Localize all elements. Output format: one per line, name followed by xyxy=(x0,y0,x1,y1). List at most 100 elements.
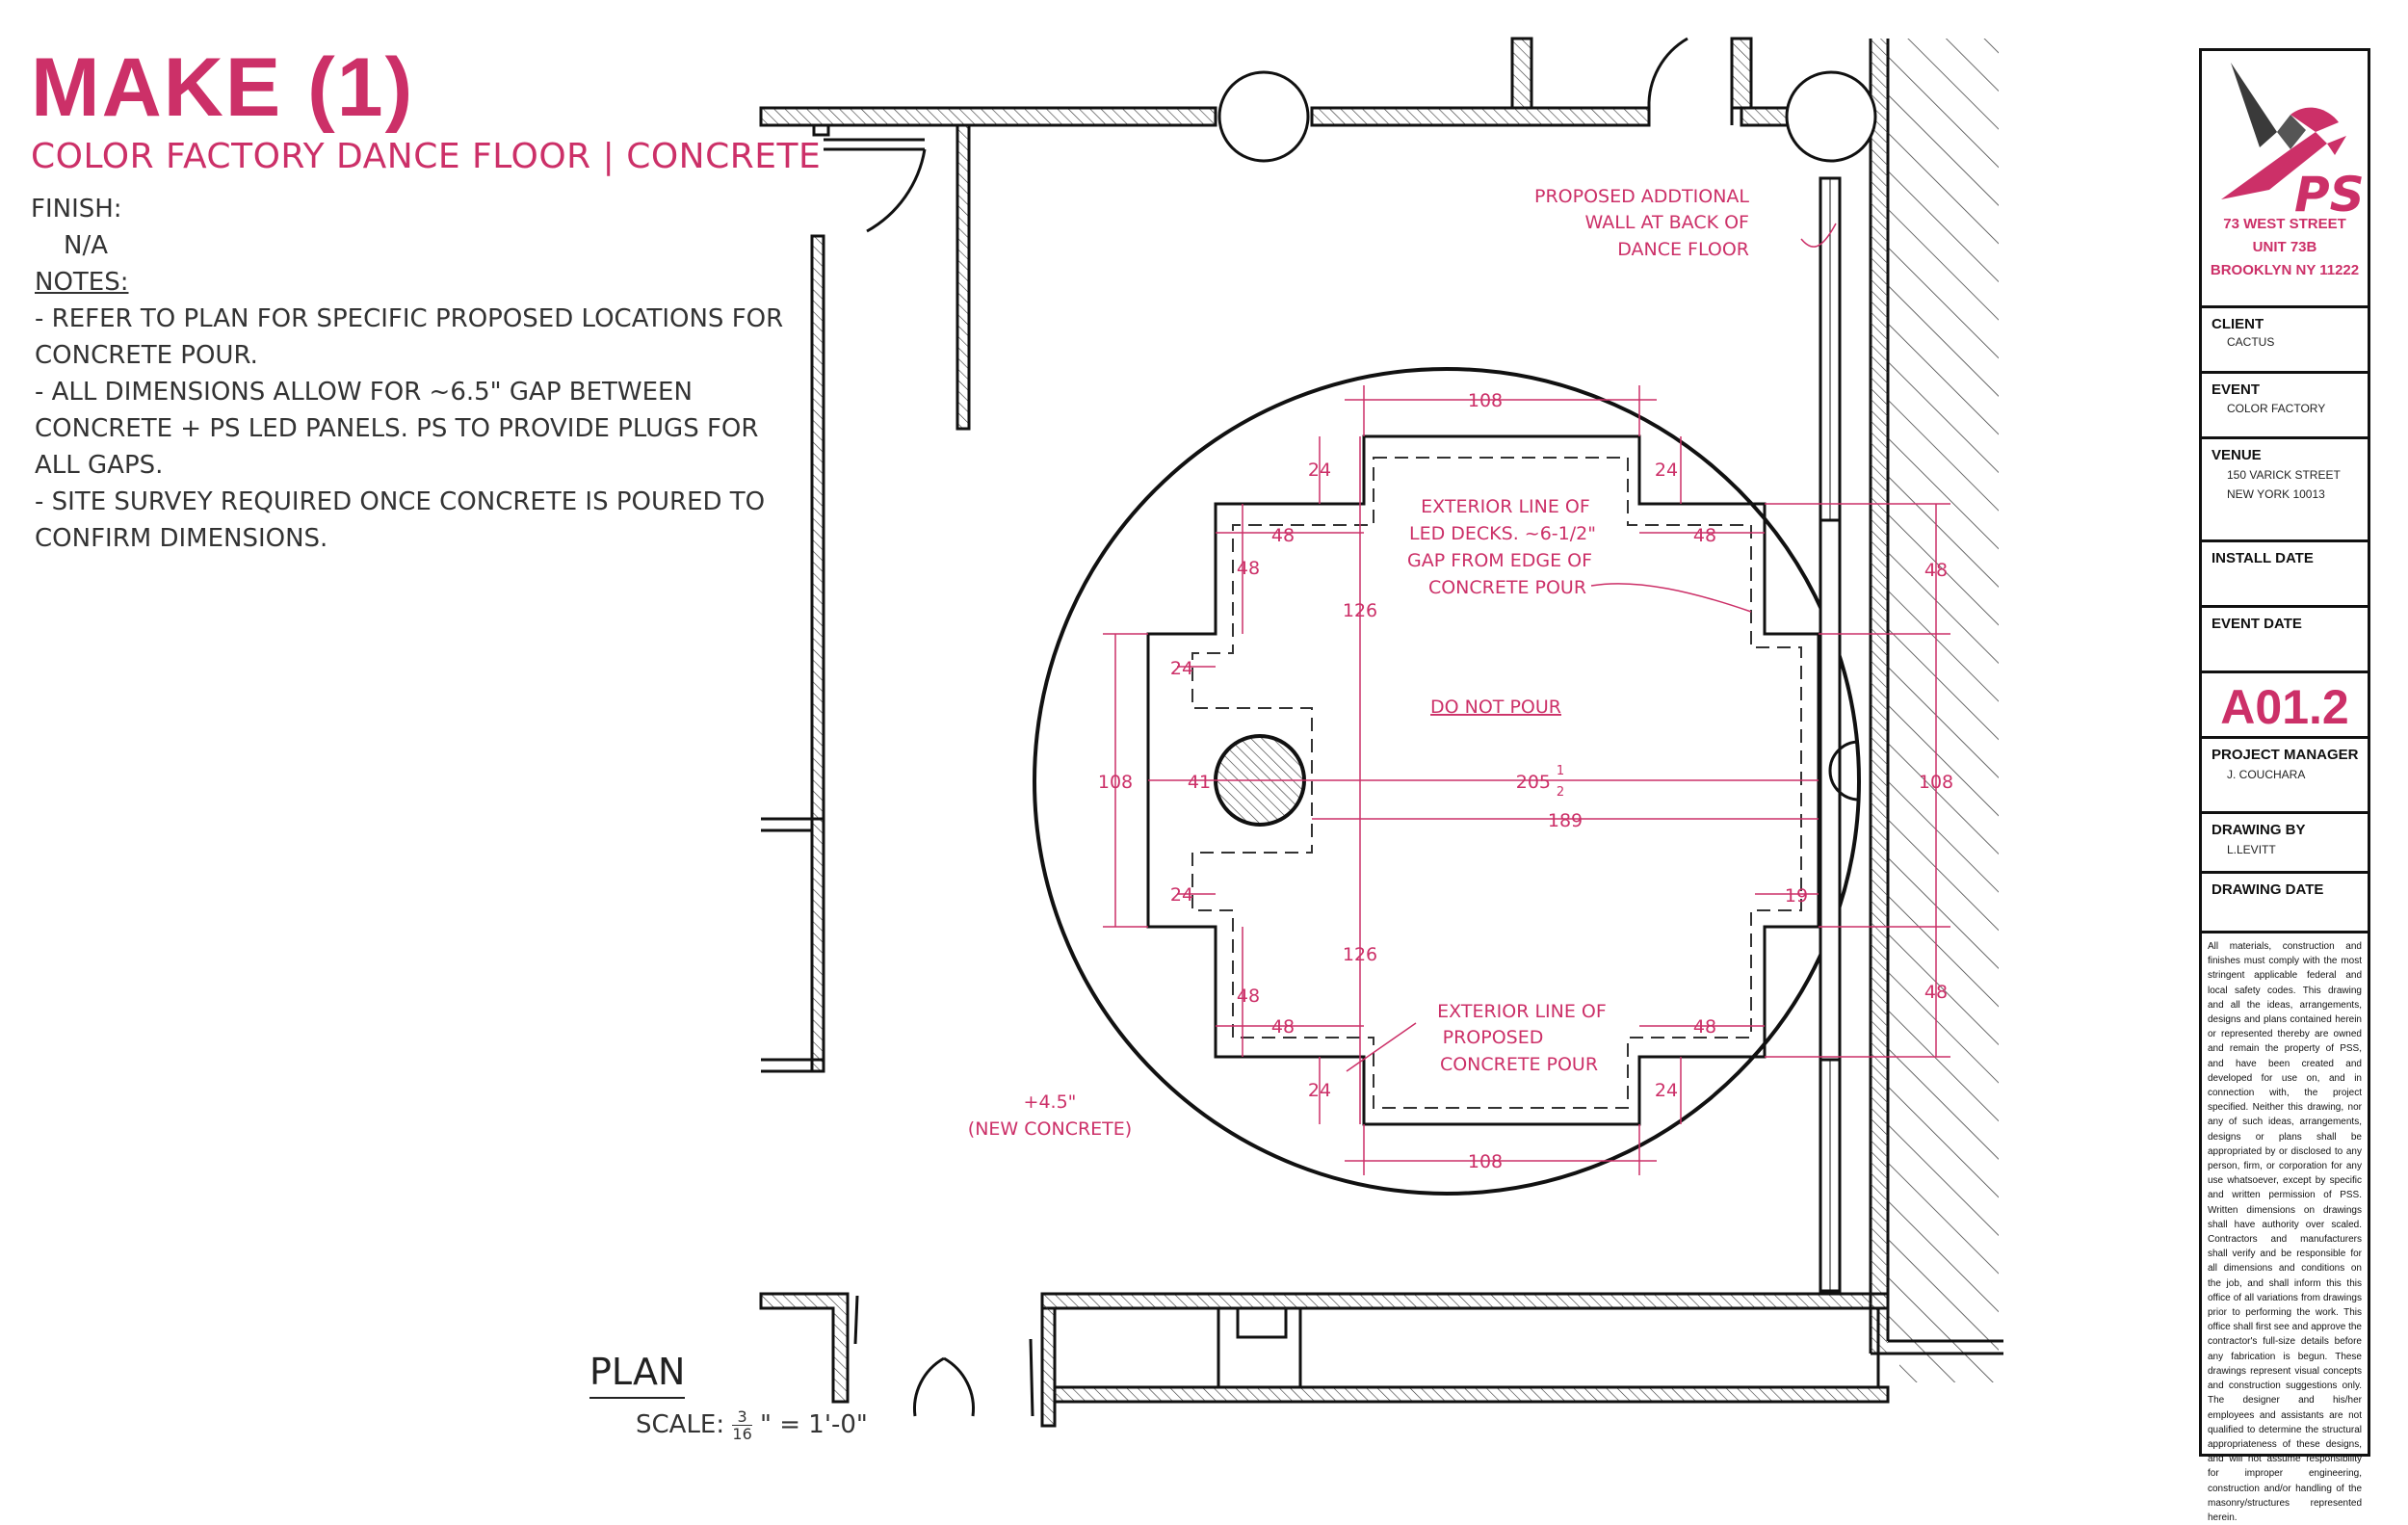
dim-upper-height: 126 xyxy=(1343,600,1377,621)
notes-block: FINISH: N/A NOTES: - REFER TO PLAN FOR S… xyxy=(31,191,783,557)
logo-section: PS 73 WEST STREET UNIT 73B BROOKLYN NY 1… xyxy=(2202,51,2368,308)
disclaimer-text: All materials, construction and finishes… xyxy=(2208,941,2362,1523)
drawing-by-label: DRAWING BY xyxy=(2212,822,2306,838)
scale-den: 16 xyxy=(732,1425,752,1443)
annot-proposed-wall-1: PROPOSED ADDTIONAL xyxy=(1534,186,1749,207)
scale-label: SCALE: 3 16 " = 1'-0" xyxy=(636,1408,868,1442)
address-line: 73 WEST STREET xyxy=(2223,216,2346,232)
event-date-label: EVENT DATE xyxy=(2212,616,2302,632)
finish-value: N/A xyxy=(64,231,108,260)
annot-led-3: GAP FROM EDGE OF xyxy=(1407,550,1592,571)
note-line: - SITE SURVEY REQUIRED ONCE CONCRETE IS … xyxy=(35,487,766,516)
annot-proposed-wall-2: WALL AT BACK OF xyxy=(1585,212,1749,233)
note-line: - REFER TO PLAN FOR SPECIFIC PROPOSED LO… xyxy=(35,304,784,333)
dim-step-br: 48 xyxy=(1693,1016,1716,1038)
annot-proposed-wall-3: DANCE FLOOR xyxy=(1617,239,1749,260)
dim-center-width: 205 xyxy=(1516,772,1551,793)
left-wall xyxy=(761,123,971,1073)
logo-text: PS xyxy=(2294,167,2365,219)
drawing-date-section: DRAWING DATE xyxy=(2202,874,2368,933)
note-line: ALL GAPS. xyxy=(35,451,164,480)
dim-column-offset: 41 xyxy=(1188,772,1211,793)
pm-label: PROJECT MANAGER xyxy=(2212,747,2359,763)
install-date-label: INSTALL DATE xyxy=(2212,550,2314,566)
dim-step-l-top: 48 xyxy=(1237,558,1260,579)
venue-line2: NEW YORK 10013 xyxy=(2227,487,2325,501)
exterior-hatch xyxy=(1888,39,1999,1382)
dim-corner-tr: 24 xyxy=(1655,460,1678,481)
sheet-number-section: A01.2 xyxy=(2202,673,2368,739)
note-line: CONFIRM DIMENSIONS. xyxy=(35,524,328,553)
bird-logo: PS xyxy=(2221,63,2365,219)
sheet-title: MAKE (1) xyxy=(31,41,415,134)
dim-corner-tl: 24 xyxy=(1308,460,1331,481)
floor-plan: 108 108 108 108 48 48 24 24 24 24 24 24 … xyxy=(759,37,2003,1428)
note-line: - ALL DIMENSIONS ALLOW FOR ~6.5" GAP BET… xyxy=(35,378,693,407)
dimension-labels: 108 108 108 108 48 48 24 24 24 24 24 24 … xyxy=(968,186,1953,1172)
event-section: EVENT COLOR FACTORY xyxy=(2202,374,2368,439)
drawing-by-value: L.LEVITT xyxy=(2227,843,2276,856)
note-line: CONCRETE POUR. xyxy=(35,341,258,370)
note-line: CONCRETE + PS LED PANELS. PS TO PROVIDE … xyxy=(35,414,759,443)
title-block: PS 73 WEST STREET UNIT 73B BROOKLYN NY 1… xyxy=(2199,48,2370,1523)
scale-suffix: " = 1'-0" xyxy=(760,1410,868,1439)
dim-right-step-top: 48 xyxy=(1924,560,1948,581)
dim-center-width-den: 2 xyxy=(1557,785,1564,800)
dim-corner-l-bottom: 24 xyxy=(1170,884,1193,906)
annot-led-1: EXTERIOR LINE OF xyxy=(1421,496,1590,517)
install-date-section: INSTALL DATE xyxy=(2202,542,2368,608)
plan-label: PLAN xyxy=(589,1351,686,1399)
dim-corner-br: 24 xyxy=(1655,1080,1678,1101)
event-label: EVENT xyxy=(2212,381,2261,398)
drawing-by-section: DRAWING BY L.LEVITT xyxy=(2202,814,2368,874)
dim-lower-height: 126 xyxy=(1343,944,1377,965)
dim-top-width: 108 xyxy=(1468,390,1503,411)
annot-led-4: CONCRETE POUR xyxy=(1428,577,1586,598)
notes-label: NOTES: xyxy=(35,268,129,297)
pm-section: PROJECT MANAGER J. COUCHARA xyxy=(2202,739,2368,814)
client-value: CACTUS xyxy=(2227,335,2275,349)
annot-pour-3: CONCRETE POUR xyxy=(1440,1054,1598,1075)
scale-num: 3 xyxy=(732,1408,752,1426)
client-section: CLIENT CACTUS xyxy=(2202,308,2368,374)
event-value: COLOR FACTORY xyxy=(2227,402,2326,415)
address-block: 73 WEST STREET UNIT 73B BROOKLYN NY 1122… xyxy=(2202,213,2368,282)
client-label: CLIENT xyxy=(2212,316,2264,332)
led-deck-outline xyxy=(1191,457,1802,1109)
venue-label: VENUE xyxy=(2212,447,2262,463)
drawing-date-label: DRAWING DATE xyxy=(2212,881,2324,898)
event-date-section: EVENT DATE xyxy=(2202,608,2368,673)
scale-prefix: SCALE: xyxy=(636,1410,725,1439)
sheet-subtitle: COLOR FACTORY DANCE FLOOR | CONCRETE xyxy=(31,137,822,176)
pm-value: J. COUCHARA xyxy=(2227,768,2306,781)
dim-center-width-num: 1 xyxy=(1557,764,1564,778)
dim-step-bl: 48 xyxy=(1271,1016,1295,1038)
dim-step-tr: 48 xyxy=(1693,525,1716,546)
dim-left-height: 108 xyxy=(1098,772,1133,793)
venue-line1: 150 VARICK STREET xyxy=(2227,468,2341,482)
finish-label: FINISH: xyxy=(31,195,122,223)
dim-step-tl: 48 xyxy=(1271,525,1295,546)
dim-inner-width: 189 xyxy=(1548,810,1583,831)
annot-do-not-pour: DO NOT POUR xyxy=(1430,697,1561,718)
dance-floor-circle xyxy=(1033,367,1861,1196)
annot-pour-2: PROPOSED xyxy=(1443,1027,1544,1048)
dim-bottom-width: 108 xyxy=(1468,1151,1503,1172)
dimension-lines xyxy=(1103,223,1950,1175)
dim-corner-l-top: 24 xyxy=(1170,658,1193,679)
annot-pour-1: EXTERIOR LINE OF xyxy=(1437,1001,1607,1022)
top-wall xyxy=(759,37,1877,233)
dim-corner-bl: 24 xyxy=(1308,1080,1331,1101)
annot-new-concrete-2: (NEW CONCRETE) xyxy=(968,1118,1132,1140)
dim-right-offset: 19 xyxy=(1785,885,1808,907)
annot-new-concrete-1: +4.5" xyxy=(1024,1091,1077,1113)
venue-section: VENUE 150 VARICK STREET NEW YORK 10013 xyxy=(2202,439,2368,542)
sheet-number: A01.2 xyxy=(2220,680,2349,734)
annot-led-2: LED DECKS. ~6-1/2" xyxy=(1409,523,1596,544)
dim-right-step-bottom: 48 xyxy=(1924,982,1948,1003)
bottom-wall xyxy=(759,1292,1890,1428)
dim-right-height: 108 xyxy=(1919,772,1953,793)
address-line: UNIT 73B xyxy=(2252,239,2317,255)
address-line: BROOKLYN NY 11222 xyxy=(2210,262,2360,278)
dim-step-l-bottom: 48 xyxy=(1237,986,1260,1007)
